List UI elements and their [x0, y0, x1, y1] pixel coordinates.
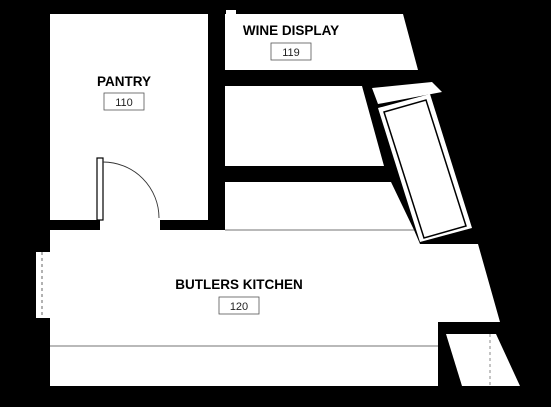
display-case-edge: [383, 99, 467, 239]
butlers-kitchen-floor: [50, 230, 500, 386]
door-swing: [102, 161, 160, 219]
left-window: [36, 252, 50, 318]
display-case-top: [372, 82, 442, 104]
alcove-floor: [446, 334, 520, 386]
corridor-band-upper: [225, 86, 384, 166]
pantry-floor: [50, 14, 208, 220]
butlers-kitchen-number: 120: [230, 301, 248, 313]
butlers-kitchen-number-tag: [218, 296, 260, 315]
door-leaf: [96, 157, 104, 221]
pantry-label: PANTRY: [97, 74, 151, 89]
display-case: [378, 94, 472, 242]
pantry-number: 110: [115, 97, 133, 109]
butlers-kitchen-label: BUTLERS KITCHEN: [175, 277, 303, 292]
wine-display-notch: [226, 10, 236, 20]
pantry-number-tag: [103, 92, 145, 111]
wine-display-label: WINE DISPLAY: [243, 23, 339, 38]
corridor-band-lower: [225, 182, 414, 230]
pantry-doorway: [100, 218, 160, 232]
wine-display-number: 119: [282, 47, 300, 59]
wine-display-number-tag: [270, 42, 312, 61]
